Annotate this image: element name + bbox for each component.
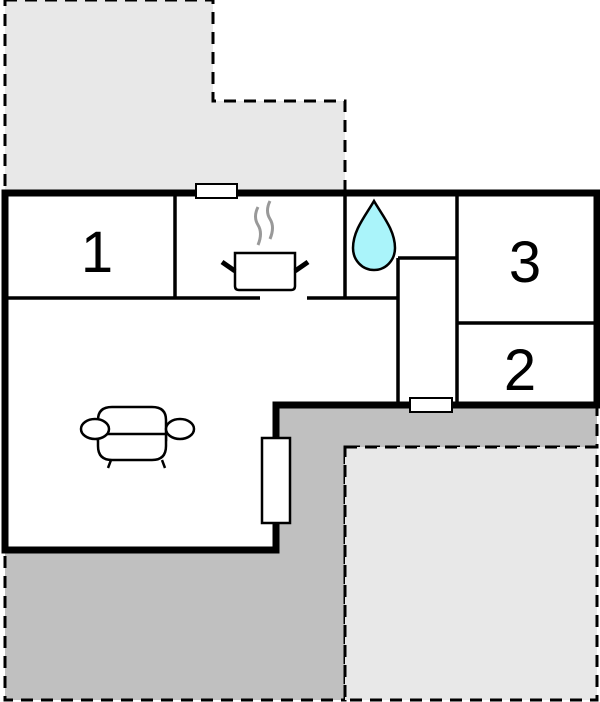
room-label-3: 3 bbox=[509, 230, 541, 295]
sofa-icon bbox=[79, 405, 196, 469]
water-drop-icon bbox=[351, 198, 397, 272]
window-top bbox=[195, 183, 238, 199]
room-label-2: 2 bbox=[504, 338, 536, 403]
outdoor-area-top bbox=[3, 0, 347, 195]
window-bottom bbox=[409, 397, 453, 413]
cooking-pot-icon bbox=[220, 200, 310, 292]
interior-walls bbox=[5, 193, 597, 405]
outdoor-area-bottom bbox=[343, 445, 599, 702]
window-side bbox=[260, 436, 292, 525]
room-label-1: 1 bbox=[81, 220, 113, 285]
